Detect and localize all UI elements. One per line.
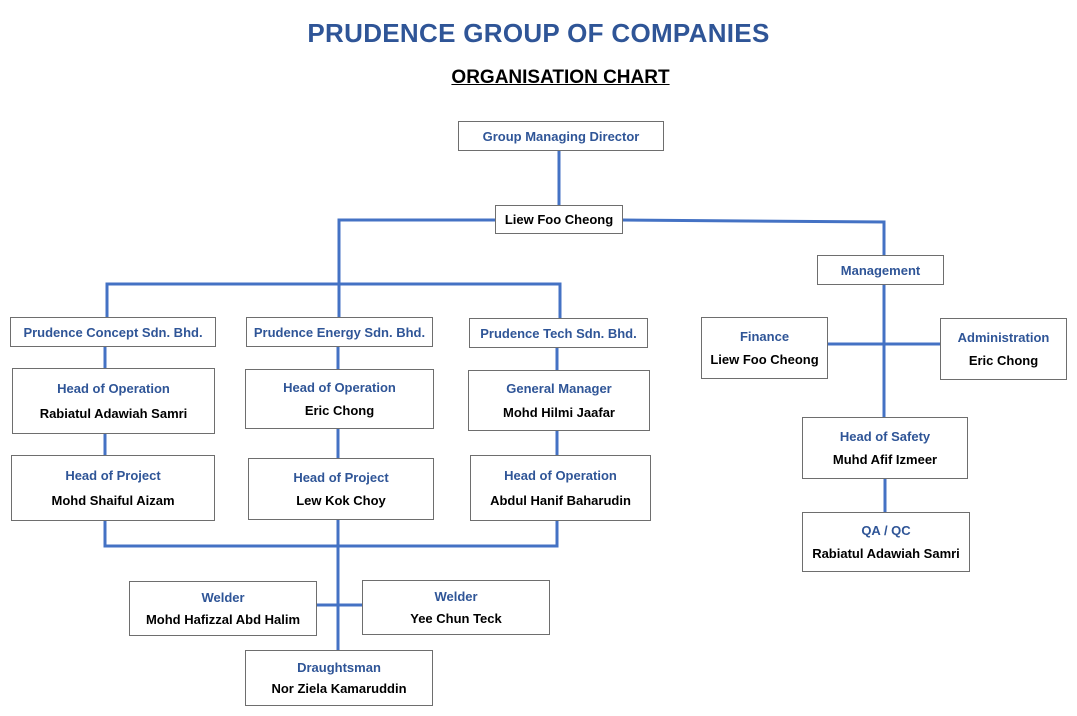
node-role: Head of Project [293, 469, 389, 485]
node-name: Liew Foo Cheong [504, 212, 614, 227]
node-name: Eric Chong [968, 353, 1039, 369]
tech-general-manager-box[interactable]: General Manager Mohd Hilmi Jaafar [468, 370, 650, 431]
node-role: Draughtsman [297, 659, 381, 675]
energy-head-of-operation-box[interactable]: Head of Operation Eric Chong [245, 369, 434, 429]
concept-head-of-operation-box[interactable]: Head of Operation Rabiatul Adawiah Samri [12, 368, 215, 434]
node-name: Nor Ziela Kamaruddin [271, 681, 407, 697]
qa-qc-box[interactable]: QA / QC Rabiatul Adawiah Samri [802, 512, 970, 572]
connector-main-horizontal-right [620, 218, 886, 224]
node-name: Rabiatul Adawiah Samri [812, 546, 960, 561]
node-role: QA / QC [861, 523, 911, 538]
node-name: Eric Chong [304, 403, 375, 418]
node-role: Head of Safety [839, 428, 931, 444]
node-name: Mohd Hafizzal Abd Halim [145, 611, 301, 627]
node-name: Muhd Afif Izmeer [832, 452, 938, 468]
node-role: Head of Operation [504, 468, 617, 483]
node-name: Mohd Hilmi Jaafar [503, 404, 615, 420]
node-role: Welder [434, 589, 478, 605]
concept-head-of-project-box[interactable]: Head of Project Mohd Shaiful Aizam [11, 455, 215, 521]
page-title: PRUDENCE GROUP OF COMPANIES [307, 18, 770, 48]
gmd-name-box[interactable]: Liew Foo Cheong [495, 205, 623, 234]
head-of-safety-box[interactable]: Head of Safety Muhd Afif Izmeer [802, 417, 968, 479]
node-role: Head of Operation [57, 381, 170, 396]
node-role: Administration [957, 329, 1050, 345]
concept-box[interactable]: Prudence Concept Sdn. Bhd. [10, 317, 216, 347]
management-box[interactable]: Management [817, 255, 944, 285]
node-name: Yee Chun Teck [410, 610, 502, 626]
energy-box[interactable]: Prudence Energy Sdn. Bhd. [246, 317, 433, 347]
node-role: Head of Project [65, 468, 161, 483]
node-role: Head of Operation [283, 380, 396, 395]
welder-box[interactable]: Welder Mohd Hafizzal Abd Halim [129, 581, 317, 636]
administration-box[interactable]: Administration Eric Chong [940, 318, 1067, 380]
node-role: Prudence Concept Sdn. Bhd. [23, 324, 203, 340]
node-name: Mohd Shaiful Aizam [51, 493, 175, 508]
draughtsman-box[interactable]: Draughtsman Nor Ziela Kamaruddin [245, 650, 433, 706]
node-role: Management [840, 262, 921, 278]
node-role: Welder [201, 590, 245, 606]
node-role: Group Managing Director [482, 128, 640, 144]
node-role: Prudence Energy Sdn. Bhd. [253, 324, 426, 340]
tech-box[interactable]: Prudence Tech Sdn. Bhd. [469, 318, 648, 348]
gmd-title-box[interactable]: Group Managing Director [458, 121, 664, 151]
energy-head-of-project-box[interactable]: Head of Project Lew Kok Choy [248, 458, 434, 520]
node-role: General Manager [506, 381, 612, 397]
node-name: Lew Kok Choy [296, 493, 386, 509]
node-role: Prudence Tech Sdn. Bhd. [480, 325, 637, 341]
node-name: Rabiatul Adawiah Samri [39, 406, 188, 421]
node-role: Finance [739, 328, 790, 344]
tech-head-of-operation-box[interactable]: Head of Operation Abdul Hanif Baharudin [470, 455, 651, 521]
node-name: Liew Foo Cheong [710, 352, 819, 368]
page-subtitle: ORGANISATION CHART [451, 67, 670, 88]
node-name: Abdul Hanif Baharudin [490, 493, 631, 508]
finance-box[interactable]: Finance Liew Foo Cheong [701, 317, 828, 379]
welder-box[interactable]: Welder Yee Chun Teck [362, 580, 550, 635]
